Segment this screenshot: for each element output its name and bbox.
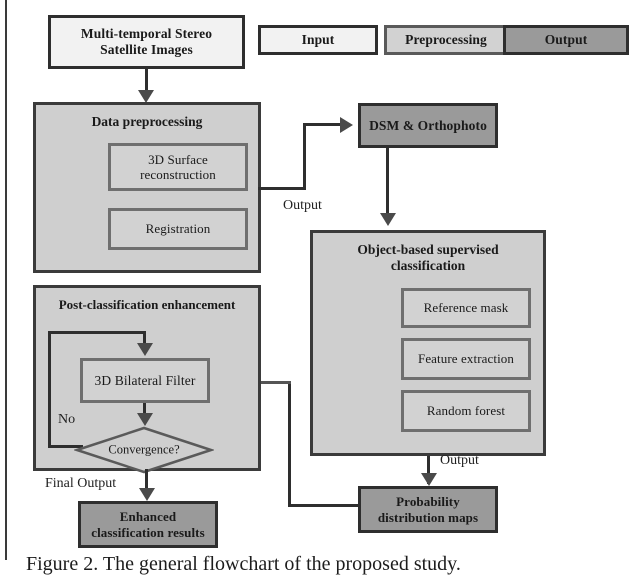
label-final-output: Final Output (45, 476, 117, 491)
feature-extraction-label: Feature extraction (417, 351, 514, 367)
edge-classification-to-probability (427, 456, 430, 484)
classification-title-line-2: classification (390, 258, 466, 274)
edge-source-to-preprocessing (145, 69, 148, 96)
edge-loop-into-filter-arrowhead (137, 343, 153, 356)
group-data-preprocessing: Data preprocessing 3D Surface reconstruc… (33, 102, 261, 273)
node-reference-mask: Reference mask (401, 288, 531, 328)
edge-classification-to-probability-arrowhead (421, 473, 437, 486)
convergence-label: Convergence? (108, 442, 180, 457)
node-random-forest: Random forest (401, 390, 531, 432)
source-line-2: Satellite Images (100, 42, 193, 57)
bilateral-filter-label: 3D Bilateral Filter (94, 372, 196, 388)
node-3d-bilateral-filter: 3D Bilateral Filter (80, 358, 210, 403)
edge-filter-to-decision (143, 403, 146, 420)
edge-source-to-preprocessing-arrowhead (138, 90, 154, 103)
edge-decision-to-enhanced-results (145, 469, 148, 496)
enhanced-results-line-1: Enhanced (119, 509, 177, 525)
node-dsm-orthophoto: DSM & Orthophoto (358, 103, 498, 148)
dsm-orthophoto-label: DSM & Orthophoto (369, 117, 487, 133)
source-line-1: Multi-temporal Stereo (80, 26, 213, 42)
surface-reconstruction-line-1: 3D Surface (148, 151, 208, 167)
probability-maps-line-2: distribution maps (377, 509, 479, 525)
node-registration: Registration (108, 208, 248, 250)
node-probability-distribution-maps: Probability distribution maps (358, 486, 498, 533)
legend-item-output: Output (503, 25, 629, 55)
edge-feedback-segment-3 (237, 381, 291, 384)
edge-loop-into-filter (143, 331, 146, 349)
edge-filter-to-decision-arrowhead (137, 413, 153, 426)
node-enhanced-classification-results: Enhanced classification results (78, 501, 218, 548)
edge-decision-to-enhanced-results-arrowhead (139, 488, 155, 501)
group-object-based-classification: Object-based supervised classification R… (310, 230, 546, 456)
enhanced-results-line-2: classification results (91, 524, 205, 540)
legend-item-preprocessing: Preprocessing (384, 25, 508, 55)
random-forest-label: Random forest (426, 403, 506, 419)
node-feature-extraction: Feature extraction (401, 338, 531, 380)
edge-loop-top-rail (48, 331, 146, 334)
surface-reconstruction-line-2: reconstruction (140, 167, 216, 182)
edge-feedback-segment-1 (288, 504, 360, 507)
reference-mask-label: Reference mask (423, 300, 509, 316)
edge-preprocessing-to-dsm-segment-2 (303, 123, 306, 190)
edge-feedback-segment-2 (288, 381, 291, 507)
label-classification-output: Output (440, 453, 479, 468)
group-post-classification-enhancement: Post-classification enhancement No 3D Bi… (33, 285, 261, 474)
edge-dsm-to-classification-arrowhead (380, 213, 396, 226)
group-title-object-classification: Object-based supervised classification (313, 233, 543, 274)
legend-item-input: Input (258, 25, 378, 55)
edge-loop-left-rail (48, 331, 51, 448)
group-title-data-preprocessing: Data preprocessing (91, 114, 203, 129)
classification-title-line-1: Object-based supervised (357, 242, 499, 257)
label-loop-no: No (58, 412, 76, 427)
label-preprocessing-output: Output (283, 198, 322, 213)
node-convergence-decision: Convergence? (74, 426, 214, 474)
edge-preprocessing-to-dsm-arrowhead (340, 117, 353, 133)
registration-label: Registration (145, 221, 211, 237)
probability-maps-line-1: Probability (396, 494, 460, 510)
legend-label-preprocessing: Preprocessing (405, 32, 487, 48)
edge-loop-bottom-rail (48, 445, 83, 448)
legend-label-input: Input (301, 32, 335, 48)
edge-preprocessing-to-dsm-segment-3 (303, 123, 341, 126)
node-source-satellite-images: Multi-temporal Stereo Satellite Images (48, 15, 245, 69)
edge-dsm-to-classification (386, 148, 389, 218)
legend-label-output: Output (544, 32, 588, 48)
convergence-diamond-shape (74, 426, 214, 474)
page-left-rule (5, 0, 7, 560)
edge-preprocessing-to-dsm-segment-1 (258, 187, 306, 190)
figure-caption: Figure 2. The general flowchart of the p… (26, 553, 461, 575)
group-title-post-classification: Post-classification enhancement (58, 297, 236, 312)
node-3d-surface-reconstruction: 3D Surface reconstruction (108, 143, 248, 191)
